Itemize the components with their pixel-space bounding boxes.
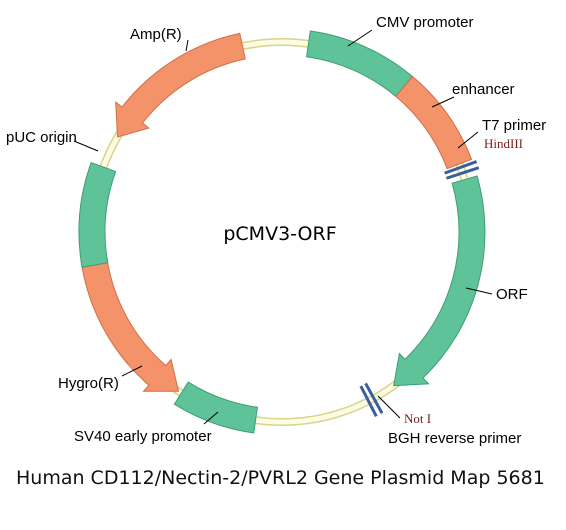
- orf-leader: [465, 287, 493, 295]
- t7-primer-leader: [457, 131, 479, 149]
- hygro-leader: [121, 365, 143, 377]
- figure-caption: Human CD112/Nectin-2/PVRL2 Gene Plasmid …: [16, 467, 545, 489]
- puc-origin-leader: [73, 140, 99, 152]
- not-i-tick-1: [364, 382, 384, 414]
- plasmid-map: CMV promoter enhancer T7 primer HindIII …: [6, 14, 546, 447]
- amp-arrow: [115, 32, 246, 138]
- hygro-arrow: [80, 256, 180, 392]
- plasmid-name: pCMV3-ORF: [223, 223, 336, 245]
- sv40-leader: [203, 411, 219, 425]
- bgh-reverse-primer-label: BGH reverse primer: [388, 430, 521, 447]
- enhancer-arc: [395, 75, 473, 170]
- sv40-early-promoter-label: SV40 early promoter: [74, 428, 212, 445]
- t7-primer-label: T7 primer: [482, 117, 546, 134]
- orf-label: ORF: [496, 286, 528, 303]
- sv40-early-promoter-arc: [173, 381, 258, 434]
- cmv-promoter-arc: [306, 30, 414, 98]
- puc-origin-arc: [78, 161, 117, 268]
- amp-leader: [185, 39, 189, 52]
- hygro-label: Hygro(R): [58, 375, 119, 392]
- hindiii-tick-1: [444, 160, 478, 175]
- cmv-promoter-label: CMV promoter: [376, 14, 474, 31]
- not-i-site-marker: [359, 382, 384, 417]
- enhancer-leader: [431, 96, 455, 108]
- leader-lines: [73, 29, 493, 425]
- not-i-tick-2: [359, 385, 378, 417]
- cmv-promoter-leader: [347, 29, 373, 47]
- hindiii-tick-2: [445, 166, 480, 180]
- amp-label: Amp(R): [130, 26, 182, 43]
- orf-arrow: [393, 175, 486, 387]
- hindiii-site-label: HindIII: [484, 136, 523, 151]
- enhancer-label: enhancer: [452, 81, 515, 98]
- puc-origin-label: pUC origin: [6, 129, 77, 146]
- hindiii-site-marker: [444, 160, 480, 180]
- not-i-site-label: Not I: [404, 411, 431, 426]
- bgh-primer-leader: [377, 395, 401, 419]
